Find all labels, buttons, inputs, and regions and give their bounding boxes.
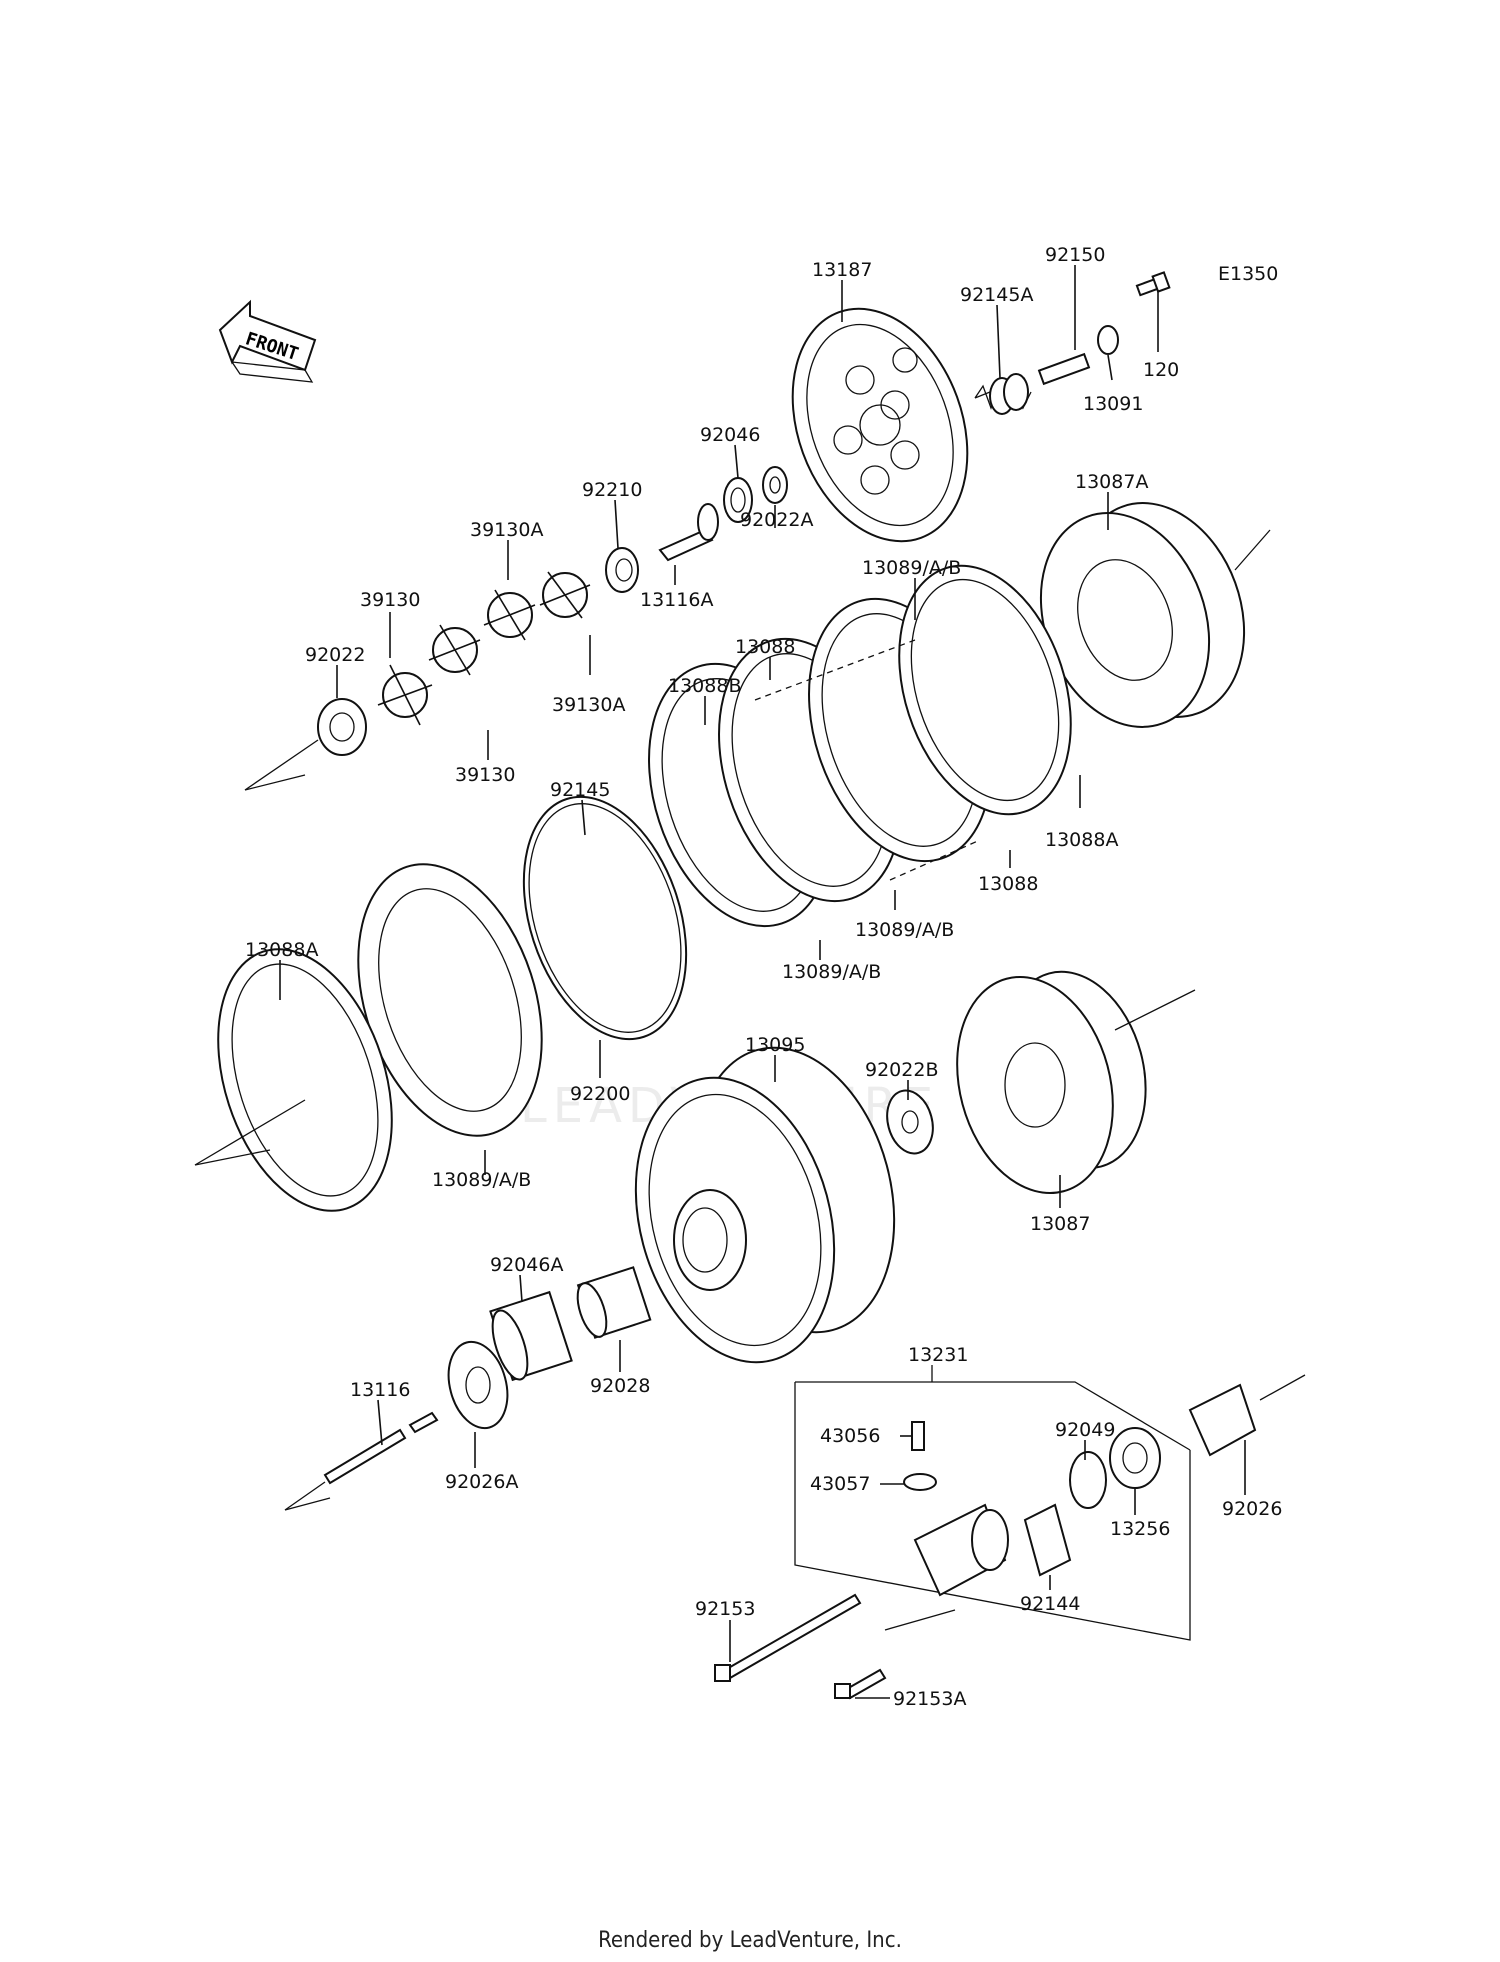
- label-92022A[interactable]: 92022A: [740, 509, 813, 531]
- label-39130-bottom[interactable]: 39130: [455, 764, 515, 786]
- steel-plate-13089-left[interactable]: [326, 841, 574, 1160]
- label-92144[interactable]: 92144: [1020, 1593, 1080, 1615]
- label-13116A[interactable]: 13116A: [640, 589, 713, 611]
- wire-ring[interactable]: [495, 776, 715, 1060]
- label-13088-top[interactable]: 13088: [735, 636, 795, 658]
- bleeder-cap[interactable]: [903, 1473, 937, 1491]
- label-92210[interactable]: 92210: [582, 479, 642, 501]
- label-39130A-bottom[interactable]: 39130A: [552, 694, 625, 716]
- label-92028[interactable]: 92028: [590, 1375, 650, 1397]
- lock-plate-1[interactable]: [539, 571, 591, 619]
- label-13187[interactable]: 13187: [812, 259, 872, 281]
- friction-plate-13088A-right[interactable]: [869, 544, 1100, 837]
- label-13088B[interactable]: 13088B: [668, 675, 741, 697]
- washer-92022B[interactable]: [880, 1085, 939, 1158]
- label-13256[interactable]: 13256: [1110, 1518, 1170, 1540]
- clutch-hub-13087[interactable]: [934, 956, 1166, 1211]
- label-92049[interactable]: 92049: [1055, 1419, 1115, 1441]
- label-13087[interactable]: 13087: [1030, 1213, 1090, 1235]
- friction-plate-13088A-left[interactable]: [187, 927, 423, 1233]
- clutch-nut[interactable]: [605, 547, 639, 593]
- gasket[interactable]: [1188, 1383, 1257, 1457]
- spring-bolt[interactable]: [1037, 352, 1091, 386]
- label-13231[interactable]: 13231: [908, 1344, 968, 1366]
- clutch-spring[interactable]: [974, 373, 1032, 415]
- label-13087A[interactable]: 13087A: [1075, 471, 1148, 493]
- label-92026[interactable]: 92026: [1222, 1498, 1282, 1520]
- leader-lines: [279, 265, 1246, 1699]
- label-13089-left[interactable]: 13089/A/B: [432, 1169, 531, 1191]
- screw-120[interactable]: [1135, 271, 1171, 297]
- long-bolt[interactable]: [714, 1593, 862, 1682]
- collar-92022[interactable]: [317, 698, 367, 756]
- label-13116[interactable]: 13116: [350, 1379, 410, 1401]
- spring-washer[interactable]: [1097, 325, 1119, 355]
- footer-credit: Rendered by LeadVenture, Inc.: [598, 1928, 902, 1953]
- pusher-rod[interactable]: [658, 503, 719, 562]
- push-rod[interactable]: [323, 1411, 439, 1485]
- label-92153[interactable]: 92153: [695, 1598, 755, 1620]
- clutch-housing-13095[interactable]: [606, 1025, 925, 1384]
- label-43056[interactable]: 43056: [820, 1425, 880, 1447]
- label-13088A-right[interactable]: 13088A: [1045, 829, 1118, 851]
- label-92046[interactable]: 92046: [700, 424, 760, 446]
- label-13088-mid[interactable]: 13088: [978, 873, 1038, 895]
- dust-boot[interactable]: [1023, 1503, 1072, 1577]
- front-arrow-icon: FRONT: [218, 299, 317, 383]
- label-92022B[interactable]: 92022B: [865, 1059, 938, 1081]
- release-cylinder[interactable]: [913, 1503, 1009, 1597]
- bleeder-valve[interactable]: [911, 1421, 925, 1451]
- label-13088A-left[interactable]: 13088A: [245, 939, 318, 961]
- label-92150[interactable]: 92150: [1045, 244, 1105, 266]
- label-92022[interactable]: 92022: [305, 644, 365, 666]
- clutch-housing-13087A[interactable]: [1012, 479, 1273, 750]
- label-92145[interactable]: 92145: [550, 779, 610, 801]
- label-92153A[interactable]: 92153A: [893, 1688, 966, 1710]
- thrust-washer[interactable]: [440, 1335, 517, 1434]
- pressure-plate[interactable]: [762, 284, 998, 566]
- label-92026A[interactable]: 92026A: [445, 1471, 518, 1493]
- label-43057[interactable]: 43057: [810, 1473, 870, 1495]
- short-bolt[interactable]: [834, 1668, 887, 1700]
- label-13089-top[interactable]: 13089/A/B: [862, 557, 961, 579]
- label-120[interactable]: 120: [1143, 359, 1179, 381]
- sleeve[interactable]: [572, 1266, 652, 1340]
- label-13095[interactable]: 13095: [745, 1034, 805, 1056]
- washer-92022A[interactable]: [762, 466, 788, 504]
- label-39130-top[interactable]: 39130: [360, 589, 420, 611]
- label-13091[interactable]: 13091: [1083, 393, 1143, 415]
- label-92200[interactable]: 92200: [570, 1083, 630, 1105]
- lock-plate-4[interactable]: [377, 664, 433, 726]
- needle-bearing[interactable]: [486, 1290, 573, 1383]
- label-39130A-top[interactable]: 39130A: [470, 519, 543, 541]
- label-13089-mid[interactable]: 13089/A/B: [855, 919, 954, 941]
- label-13089-low[interactable]: 13089/A/B: [782, 961, 881, 983]
- lock-plate-3[interactable]: [428, 624, 481, 676]
- lock-plate-2[interactable]: [483, 589, 536, 641]
- label-92046A[interactable]: 92046A: [490, 1254, 563, 1276]
- piston[interactable]: [1109, 1427, 1161, 1489]
- label-92145A[interactable]: 92145A: [960, 284, 1033, 306]
- diagram-code: E1350: [1218, 263, 1278, 285]
- seal-ring[interactable]: [1069, 1451, 1107, 1509]
